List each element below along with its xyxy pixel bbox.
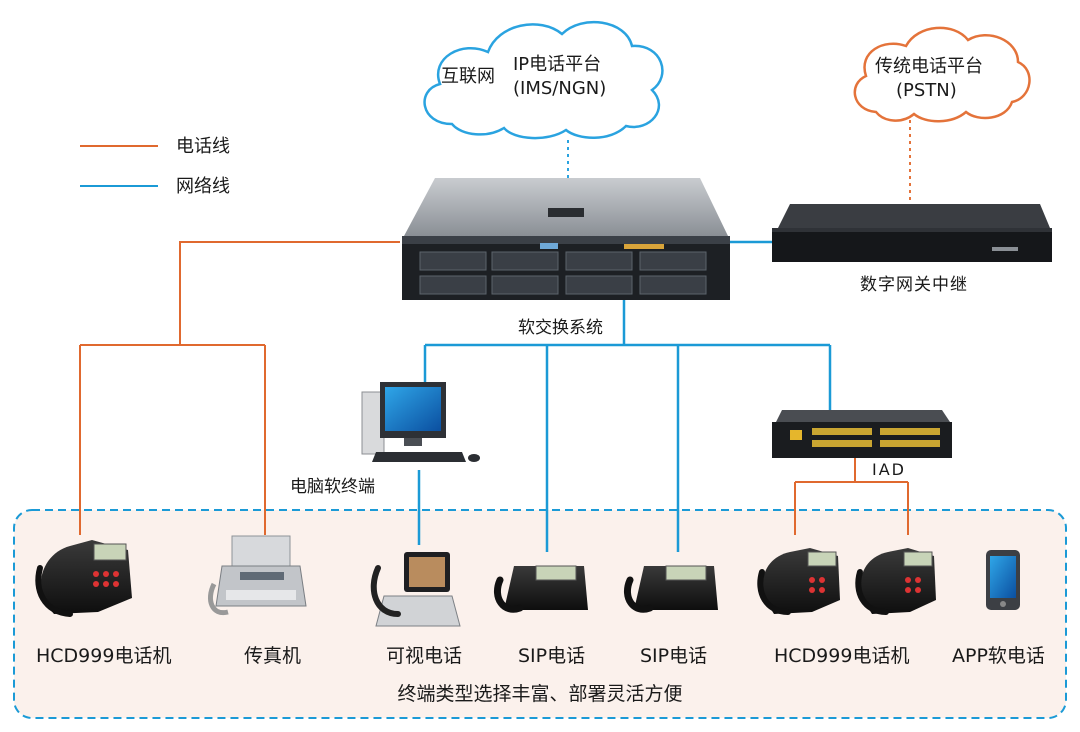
network-line-connections: [417, 240, 832, 552]
terminal-label-fax: 传真机: [244, 645, 301, 667]
pc-icon: [361, 382, 480, 462]
sip-phone-icon: [494, 565, 588, 613]
softswitch-server-icon: [402, 178, 730, 300]
legend: 电话线 网络线: [80, 136, 230, 197]
cloud-ip-subtitle: (IMS/NGN): [513, 78, 606, 99]
pstn-platform-cloud: 传统电话平台 (PSTN): [853, 26, 1031, 123]
video-phone-icon: [370, 552, 461, 627]
softswitch-label: 软交换系统: [518, 318, 603, 338]
cloud-ip-title: IP电话平台: [513, 54, 601, 75]
smartphone-icon: [986, 550, 1020, 610]
terminal-label-hcd999-right: HCD999电话机: [774, 645, 909, 667]
cloud-pstn-shape: [853, 26, 1031, 123]
desk-phone-icon: [757, 548, 840, 615]
ip-platform-cloud: 互联网 IP电话平台 (IMS/NGN): [423, 20, 664, 140]
desk-phone-icon: [35, 540, 132, 617]
phone-line-connections: [79, 241, 909, 535]
legend-phone-line-label: 电话线: [176, 136, 230, 157]
gateway-label: 数字网关中继: [860, 275, 968, 295]
terminal-label-hcd999-left: HCD999电话机: [36, 645, 171, 667]
pc-label: 电脑软终端: [290, 477, 375, 497]
sip-phone-icon: [624, 565, 718, 613]
panel-caption: 终端类型选择丰富、部署灵活方便: [397, 683, 682, 705]
iad-label: IAD: [872, 460, 906, 479]
gateway-device-icon: [772, 204, 1052, 262]
terminal-label-app-softphone: APP软电话: [952, 645, 1045, 667]
fax-icon: [208, 535, 307, 616]
desk-phone-icon: [855, 548, 936, 615]
cloud-ip-left-text: 互联网: [441, 66, 495, 87]
terminal-label-sip-phone-2: SIP电话: [640, 645, 707, 667]
iad-device-icon: [772, 410, 952, 458]
terminal-label-video-phone: 可视电话: [386, 645, 462, 667]
legend-network-line-label: 网络线: [176, 176, 230, 197]
phone-line-softswitch-left: [179, 241, 400, 345]
cloud-ip-shape: [423, 20, 664, 140]
terminal-label-sip-phone-1: SIP电话: [518, 645, 585, 667]
cloud-pstn-title: 传统电话平台: [875, 56, 983, 77]
cloud-pstn-subtitle: (PSTN): [896, 80, 957, 101]
